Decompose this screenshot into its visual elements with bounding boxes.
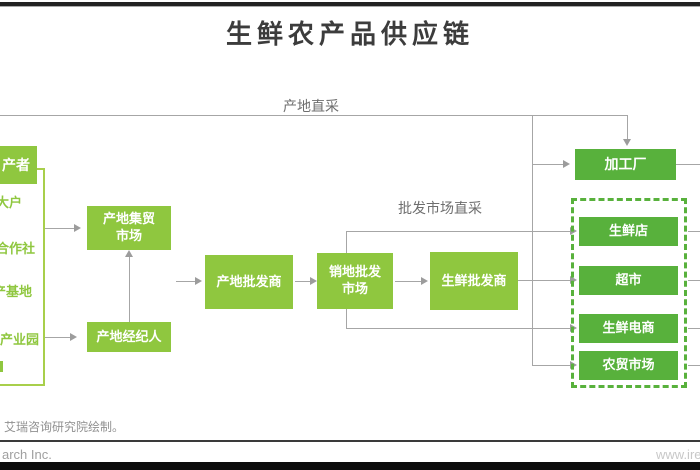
top-border-shadow bbox=[0, 6, 700, 7]
line-to-origin-wholesaler bbox=[176, 281, 195, 282]
producer-item-hezuoshe: 合作社 bbox=[0, 241, 36, 256]
producer-item-fragment bbox=[0, 361, 3, 372]
arrowhead-into-broker bbox=[70, 333, 77, 341]
line-to-ecommerce bbox=[346, 328, 570, 329]
wholesale-direct-riser bbox=[346, 231, 347, 253]
origin-broker-label: 产地经纪人 bbox=[96, 328, 162, 344]
retail-group-frame bbox=[571, 198, 687, 388]
producer-item-dahu: 大户 bbox=[0, 195, 23, 210]
origin-direct-line bbox=[0, 115, 628, 116]
distribution-bus-line bbox=[532, 115, 533, 365]
retail-supermarket-box: 超市 bbox=[579, 266, 678, 295]
origin-broker-box: 产地经纪人 bbox=[87, 322, 171, 352]
retail-farmers-market-label: 农贸市场 bbox=[602, 357, 655, 373]
line-producers-to-fair-market bbox=[45, 228, 74, 229]
line-producers-to-broker bbox=[45, 337, 70, 338]
footer-separator bbox=[0, 440, 700, 442]
origin-wholesaler-label: 产地批发商 bbox=[216, 273, 282, 289]
retail-farmers-market-box: 农贸市场 bbox=[579, 351, 678, 380]
arrowhead-into-processing-top bbox=[623, 139, 631, 146]
producer-item-chanyeyuan: 产业园 bbox=[0, 332, 40, 347]
source-note: ，艾瑞咨询研究院绘制。 bbox=[0, 420, 125, 434]
line-to-supermarket bbox=[518, 280, 570, 281]
fresh-wholesaler-box: 生鲜批发商 bbox=[430, 252, 518, 310]
arrowhead-into-fresh-wholesaler bbox=[421, 277, 428, 285]
origin-direct-drop bbox=[627, 115, 628, 139]
destination-wholesale-market-box: 销地批发市场 bbox=[317, 253, 393, 309]
wholesale-direct-label: 批发市场直采 bbox=[398, 200, 482, 216]
arrowhead-into-origin-wholesaler bbox=[195, 277, 202, 285]
origin-fair-market-box: 产地集贸市场 bbox=[87, 206, 171, 250]
origin-wholesaler-box: 产地批发商 bbox=[205, 255, 293, 309]
arrowhead-up-into-fair-market bbox=[125, 250, 133, 257]
processing-plant-box: 加工厂 bbox=[575, 149, 676, 180]
page-title: 生鲜农产品供应链 bbox=[225, 19, 474, 49]
bus-to-processing-line bbox=[532, 164, 563, 165]
retail-fresh-store-box: 生鲜店 bbox=[579, 217, 678, 246]
processing-plant-label: 加工厂 bbox=[604, 156, 647, 173]
stub-processing-right bbox=[676, 164, 700, 165]
top-border-bar bbox=[0, 2, 700, 6]
producers-header-box: 产者 bbox=[0, 146, 37, 184]
origin-fair-market-label: 产地集贸市场 bbox=[102, 211, 155, 243]
bottom-black-bar bbox=[0, 462, 700, 470]
retail-supermarket-label: 超市 bbox=[615, 272, 642, 288]
arrowhead-into-processing-left bbox=[563, 160, 570, 168]
line-to-fresh-store bbox=[346, 231, 570, 232]
arrowhead-into-destination-market bbox=[310, 277, 317, 285]
fresh-wholesaler-label: 生鲜批发商 bbox=[441, 272, 507, 288]
line-to-farmers-market bbox=[532, 365, 570, 366]
retail-fresh-store-label: 生鲜店 bbox=[608, 223, 648, 239]
line-destination-to-fresh-wholesaler bbox=[395, 281, 421, 282]
retail-ecommerce-label: 生鲜电商 bbox=[602, 320, 655, 336]
footer-brand-left: arch Inc. bbox=[2, 447, 52, 462]
line-wholesaler-to-destination bbox=[295, 281, 310, 282]
producers-header-label: 产者 bbox=[2, 156, 30, 173]
line-broker-to-fair-market bbox=[129, 257, 130, 322]
stub-fresh-store-right bbox=[688, 231, 700, 232]
retail-ecommerce-box: 生鲜电商 bbox=[579, 314, 678, 343]
destination-market-drop bbox=[346, 309, 347, 328]
producer-item-jidi: 产基地 bbox=[0, 284, 33, 299]
destination-wholesale-market-label: 销地批发市场 bbox=[328, 264, 381, 296]
footer-brand-right: www.ire bbox=[656, 447, 700, 462]
arrowhead-into-fair-market bbox=[74, 224, 81, 232]
stub-supermarket-right bbox=[688, 280, 700, 281]
origin-direct-label: 产地直采 bbox=[283, 98, 339, 114]
stub-ecommerce-right bbox=[688, 328, 700, 329]
stub-farmers-market-right bbox=[688, 365, 700, 366]
